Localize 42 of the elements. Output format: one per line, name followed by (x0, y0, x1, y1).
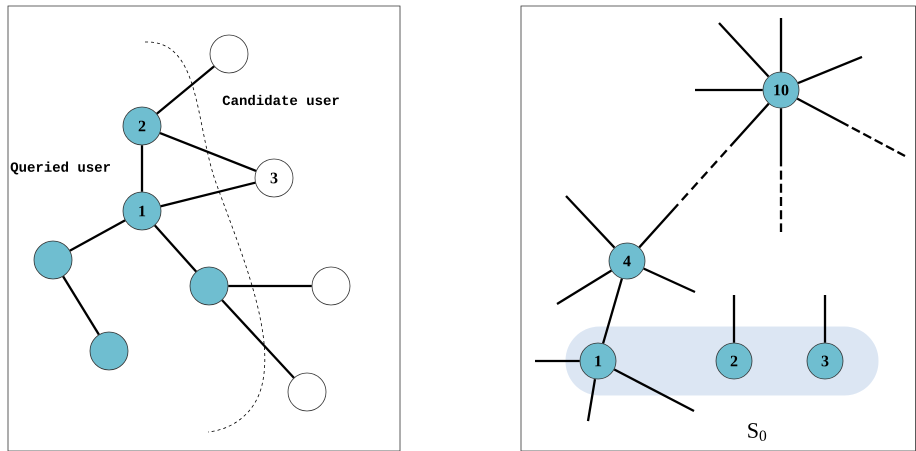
edge-line (602, 278, 623, 344)
edge-line (732, 295, 736, 343)
user-node (90, 332, 128, 370)
user-node (312, 266, 350, 306)
node-label: S$_{0}$ (748, 423, 766, 441)
edge-line (156, 65, 215, 115)
edge-line (798, 56, 862, 84)
edge-line (718, 22, 770, 78)
user-node: 3 (254, 158, 294, 198)
edge-line (160, 182, 256, 208)
user-node (34, 240, 72, 280)
user-node: 1 (580, 342, 616, 380)
edge-line (780, 18, 782, 72)
edge-line (69, 219, 126, 252)
user-node: 1 (122, 192, 162, 230)
edge-line (140, 145, 144, 192)
text-label: Candidate user (222, 94, 339, 106)
user-node: 2 (716, 342, 752, 380)
edge-line (614, 368, 695, 412)
user-node (288, 372, 326, 412)
edge-line (556, 270, 612, 305)
edge-line (638, 102, 770, 248)
edge-line (154, 224, 197, 272)
user-node: 10 (762, 72, 800, 108)
edge-line (695, 88, 763, 92)
edge-line (228, 284, 312, 288)
user-node: 2 (122, 106, 162, 146)
user-node: 3 (806, 342, 844, 380)
edge-line (586, 378, 596, 422)
edge-line (160, 132, 256, 172)
edge-line (780, 108, 782, 232)
edge-line (565, 195, 616, 248)
edge-line (643, 268, 696, 294)
edge-line (221, 299, 295, 379)
text-label: Queried user (10, 162, 110, 174)
user-node: 4 (608, 242, 646, 280)
edge-line (535, 360, 580, 362)
edge-line (796, 98, 906, 158)
edge-line (824, 295, 826, 343)
edge-line (62, 276, 100, 336)
user-node (210, 34, 248, 74)
user-node (190, 266, 228, 306)
